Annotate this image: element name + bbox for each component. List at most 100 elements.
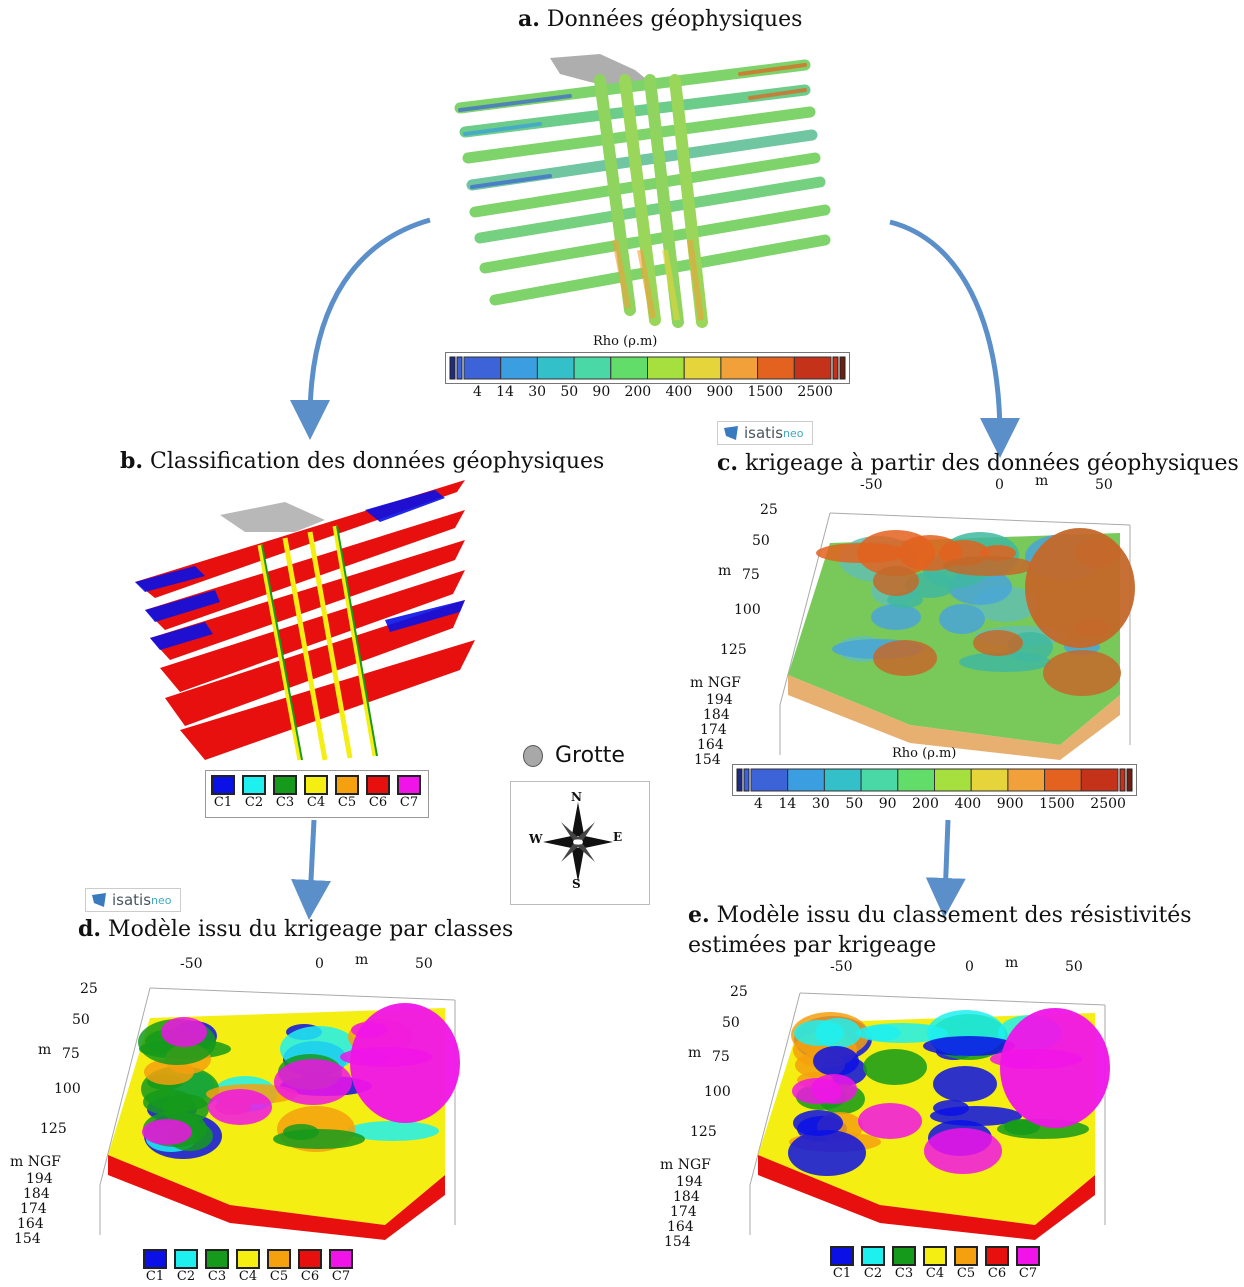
model-patch xyxy=(811,1074,857,1104)
axis-left-tick: 125 xyxy=(690,1124,717,1140)
axis-z-tick: 164 xyxy=(667,1219,694,1235)
class-label-c6: C6 xyxy=(368,795,388,810)
rho-band xyxy=(500,356,538,380)
class-label-c1: C1 xyxy=(213,795,233,810)
axis-z-tick: 184 xyxy=(703,707,730,723)
classification-profiles-image xyxy=(135,480,475,761)
axis-top-tick: -50 xyxy=(830,959,853,975)
model-patch xyxy=(1043,650,1121,696)
axis-z-tick: 184 xyxy=(673,1189,700,1205)
axis-z-tick: 184 xyxy=(23,1186,50,1202)
axis-top-tick: -50 xyxy=(180,956,203,972)
axis-top-tick: m xyxy=(1005,955,1019,971)
class-swatch-c4 xyxy=(304,775,328,795)
panel-d-title: d. Modèle issu du krigeage par classes xyxy=(78,916,514,942)
model-patch xyxy=(273,1129,365,1149)
class-swatch-c2 xyxy=(242,775,266,795)
model-patch xyxy=(161,1017,207,1047)
class-label-c6: C6 xyxy=(987,1266,1007,1281)
axis-left-tick: 75 xyxy=(712,1049,730,1065)
axis-left-tick: 100 xyxy=(704,1084,731,1100)
class-label-c7: C7 xyxy=(399,795,419,810)
arrow-b-to-d xyxy=(291,819,331,920)
class-label-c1: C1 xyxy=(145,1269,165,1284)
axis-top-tick: m xyxy=(1035,473,1049,489)
class-label-c5: C5 xyxy=(956,1266,976,1281)
model-patch xyxy=(973,630,1023,656)
grotte-legend: Grotte xyxy=(523,743,625,768)
axis-left-tick: 50 xyxy=(722,1015,740,1031)
rho-band xyxy=(860,768,899,792)
model-patch xyxy=(933,1066,997,1102)
compass-w: W xyxy=(529,832,543,846)
axis-z-tick: 174 xyxy=(20,1201,47,1217)
panel-e-title: e. Modèle issu du classement des résisti… xyxy=(688,902,1192,928)
axis-z-tick: 154 xyxy=(14,1231,41,1247)
model-patch xyxy=(858,1103,922,1139)
axis-z-tick: 164 xyxy=(17,1216,44,1232)
rho-band xyxy=(573,356,612,380)
axis-left-tick: 100 xyxy=(734,602,761,618)
rho-colorbar-a-strip xyxy=(445,352,850,384)
rho-band xyxy=(787,768,825,792)
class-label-c6: C6 xyxy=(300,1269,320,1284)
rho-band xyxy=(750,768,789,792)
axis-z-label: m NGF xyxy=(10,1154,61,1170)
compass-s: S xyxy=(572,877,581,891)
rho-band xyxy=(647,356,685,380)
rho-band xyxy=(463,356,502,380)
model-patch xyxy=(873,566,919,596)
class-swatch-c5 xyxy=(335,775,359,795)
rho-band xyxy=(823,768,862,792)
axis-top-tick: 50 xyxy=(415,956,433,972)
class-label-c3: C3 xyxy=(207,1269,227,1284)
rho-label-c: Rho (ρ.m) xyxy=(892,746,957,761)
axis-z-tick: 194 xyxy=(676,1174,703,1190)
class-label-c3: C3 xyxy=(275,795,295,810)
model-patch xyxy=(793,1110,843,1136)
model-patch xyxy=(208,1089,272,1125)
class-swatch-c4 xyxy=(236,1249,260,1269)
panel-a-title: a. Données géophysiques xyxy=(518,6,803,32)
panel-b-title: b. Classification des données géophysiqu… xyxy=(120,448,605,474)
class-swatch-c6 xyxy=(298,1249,322,1269)
axis-left-tick: 50 xyxy=(752,533,770,549)
class-swatch-c7 xyxy=(397,775,421,795)
rho-colorbar-c-strip xyxy=(732,764,1137,796)
compass-n: N xyxy=(571,790,582,804)
axis-z-tick: 154 xyxy=(694,752,721,768)
rho-band xyxy=(793,356,832,380)
compass-rose: N S E W xyxy=(510,781,650,905)
class-swatch-c2 xyxy=(174,1249,198,1269)
axis-left-tick: 25 xyxy=(80,981,98,997)
class-swatch-c5 xyxy=(954,1246,978,1266)
model-patch xyxy=(924,1128,1002,1174)
axis-z-tick: 174 xyxy=(670,1204,697,1220)
isatis-logo-icon xyxy=(92,893,106,907)
class-label-c2: C2 xyxy=(863,1266,883,1281)
model-rim xyxy=(108,1155,445,1240)
axis-top-tick: 0 xyxy=(315,956,324,972)
axis-left-tick: 125 xyxy=(720,642,747,658)
class-label-c3: C3 xyxy=(894,1266,914,1281)
axis-left-tick: 75 xyxy=(62,1046,80,1062)
model-anomaly xyxy=(1025,528,1135,648)
rho-band xyxy=(934,768,972,792)
compass-star-icon xyxy=(543,802,613,882)
class-label-c5: C5 xyxy=(337,795,357,810)
model-rim xyxy=(758,1155,1095,1240)
class-label-c7: C7 xyxy=(331,1269,351,1284)
class-swatch-c6 xyxy=(366,775,390,795)
class-label-c2: C2 xyxy=(244,795,264,810)
class-swatch-c3 xyxy=(273,775,297,795)
axis-left-tick: m xyxy=(718,563,732,579)
class-swatch-c2 xyxy=(861,1246,885,1266)
class-swatch-c3 xyxy=(205,1249,229,1269)
axis-z-label: m NGF xyxy=(690,675,741,691)
compass-e: E xyxy=(613,830,623,844)
